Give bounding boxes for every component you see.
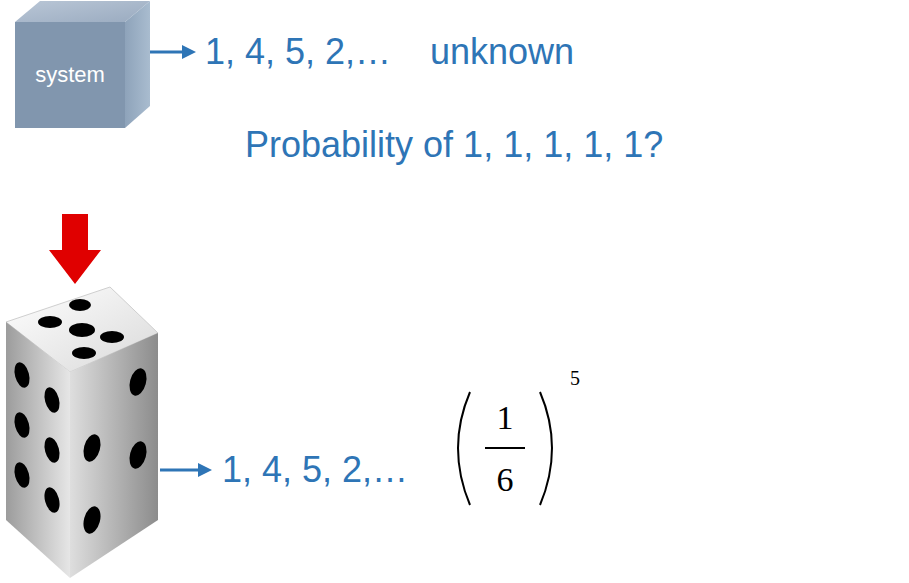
box-side-face bbox=[125, 1, 150, 128]
model-arrow bbox=[49, 214, 101, 284]
die-illustration bbox=[6, 287, 158, 578]
fraction-bar bbox=[485, 447, 525, 449]
formula-term: 6 bbox=[497, 460, 514, 501]
sequence-text: unknown bbox=[430, 30, 574, 73]
output-arrow bbox=[150, 51, 184, 54]
formula-term: 1 bbox=[497, 398, 514, 439]
arrow-head bbox=[198, 463, 212, 477]
sequence-text: Probability of 1, 1, 1, 1, 1? bbox=[245, 123, 663, 166]
sequence-text: 1, 4, 5, 2,… bbox=[222, 448, 408, 491]
parenthesis bbox=[540, 392, 552, 505]
formula-term: 5 bbox=[570, 366, 580, 390]
system-box: system bbox=[15, 22, 125, 128]
arrow-head bbox=[182, 45, 196, 59]
output-arrow bbox=[160, 469, 200, 472]
parenthesis bbox=[458, 392, 470, 505]
sequence-text: 1, 4, 5, 2,… bbox=[205, 30, 391, 73]
box-label: system bbox=[35, 62, 105, 88]
